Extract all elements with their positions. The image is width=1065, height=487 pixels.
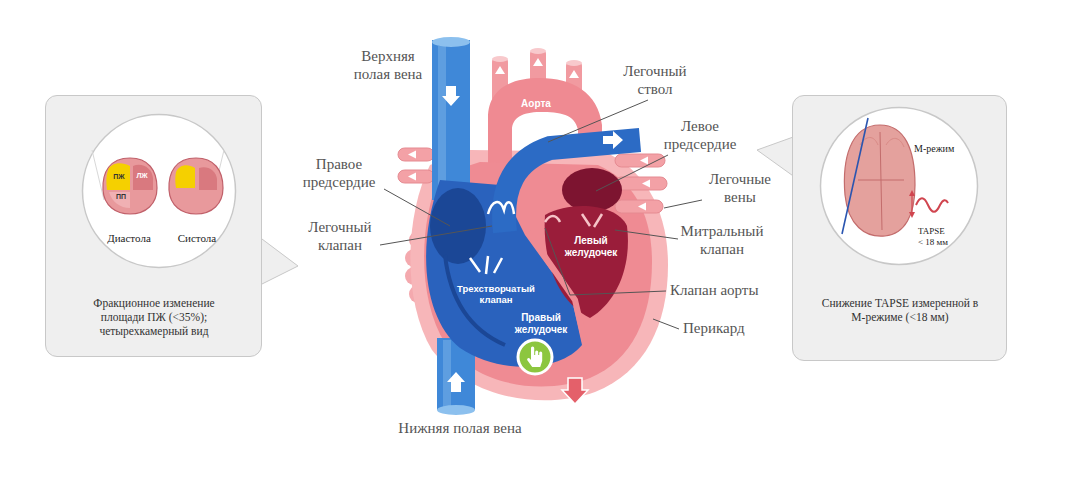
- vena-cava: [437, 405, 475, 415]
- leader-line: [384, 189, 450, 226]
- part-label: Верхняя полая вена: [345, 47, 431, 83]
- m-mode-heart: [860, 138, 904, 148]
- systole-heart: [175, 165, 195, 188]
- part-label: Нижняя полая вена: [375, 419, 545, 437]
- aorta: [569, 70, 579, 78]
- part-label-inner: Правый желудочек: [508, 312, 574, 336]
- part-label: Легочный клапан: [296, 218, 384, 254]
- m-mode-heart: [842, 118, 868, 234]
- touch-button: [518, 340, 552, 374]
- valve: [545, 216, 560, 222]
- aorta: [495, 66, 505, 74]
- left-heart: [562, 168, 622, 212]
- pulmonary-trunk: [504, 140, 640, 232]
- part-label: Легочный ствол: [610, 62, 700, 98]
- diastole-heart: [92, 150, 157, 214]
- aorta: [492, 56, 508, 62]
- outflow-arrow: [562, 378, 588, 404]
- outflow-arrow: [562, 378, 588, 404]
- leader-line: [653, 319, 679, 329]
- leader-line: [596, 155, 668, 191]
- part-label: Митральный клапан: [668, 222, 776, 258]
- phase-label: Диастола: [99, 232, 159, 245]
- vena-cava: [432, 40, 470, 200]
- circle-outline: [83, 115, 236, 268]
- m-mode-heart: [842, 118, 948, 236]
- pulmonary-vein: [615, 154, 667, 213]
- mode-label: М-режим: [914, 143, 974, 155]
- pulmonary-vein: [398, 148, 434, 183]
- part-label-inner: Левый желудочек: [558, 235, 624, 259]
- systole-heart: [169, 158, 223, 214]
- aorta: [530, 48, 546, 54]
- part-label: Легочные вены: [697, 170, 783, 206]
- diastole-heart: [92, 150, 104, 200]
- pulmonary-vein: [408, 173, 416, 181]
- valve: [470, 256, 502, 274]
- touch-button: [527, 346, 542, 367]
- part-label: Правое предсердие: [290, 155, 388, 191]
- part-label: Клапан аорты: [670, 281, 790, 299]
- leader-line: [664, 200, 702, 208]
- pulmonary-vein: [640, 157, 648, 165]
- part-label-inner: ПЖ: [112, 173, 126, 181]
- right-heart: [430, 188, 486, 264]
- pulmonary-vein: [615, 177, 667, 190]
- panel-caption: Фракционное изменение площади ПЖ (<35%);…: [78, 297, 230, 338]
- aorta: [533, 58, 543, 66]
- callout-tail: [258, 236, 298, 286]
- m-mode-heart: [909, 190, 915, 196]
- valve: [582, 214, 602, 227]
- part-label: Левое предсердие: [652, 117, 748, 153]
- diastole-heart: [106, 163, 130, 190]
- leader-line: [615, 230, 678, 239]
- m-mode-heart: [916, 198, 948, 212]
- panel-caption: Снижение TAPSE измеренной в М-режиме (<1…: [820, 297, 980, 325]
- part-label: Перикард: [683, 319, 773, 337]
- pulmonary-trunk: [504, 131, 640, 232]
- diastole-heart: [103, 158, 157, 214]
- pulmonary-vein: [398, 170, 434, 183]
- pulmonary-trunk: [603, 131, 623, 149]
- phase-label: Систола: [167, 232, 227, 245]
- diastole-heart: [133, 165, 153, 190]
- touch-button: [518, 340, 552, 374]
- vena-cava: [443, 340, 451, 408]
- systole-heart: [199, 167, 217, 190]
- vena-cava: [438, 46, 446, 196]
- pulmonary-vein: [398, 148, 434, 161]
- diastole-heart: [109, 192, 130, 208]
- pulmonary-vein: [638, 203, 646, 211]
- leader-line: [380, 226, 492, 245]
- m-mode-heart: [844, 125, 915, 236]
- aorta: [566, 60, 582, 66]
- part-label-inner: ЛЖ: [135, 172, 149, 180]
- circle-outline: [821, 108, 978, 265]
- systole-heart: [169, 150, 224, 214]
- left-heart: [545, 206, 628, 318]
- m-mode-heart: [909, 212, 915, 218]
- vena-cava: [432, 37, 470, 47]
- leader-line: [548, 100, 648, 142]
- pulmonary-vein: [408, 151, 416, 159]
- measure-label: TAPSE < 18 мм: [918, 226, 951, 248]
- vena-cava: [442, 86, 460, 106]
- leader-line: [380, 100, 702, 329]
- part-label-inner: Аорта: [513, 98, 559, 110]
- leader-line: [545, 228, 666, 295]
- vena-cava: [447, 372, 465, 392]
- part-label-inner: Трехстворчатый клапан: [451, 283, 541, 306]
- m-mode-heart: [858, 132, 904, 230]
- pulmonary-vein: [642, 180, 650, 188]
- valve: [488, 202, 514, 214]
- pulmonary-vein: [615, 200, 663, 213]
- callout-panel: Фракционное изменение площади ПЖ (<35%);…: [45, 95, 262, 357]
- part-label-inner: ПП: [114, 193, 128, 201]
